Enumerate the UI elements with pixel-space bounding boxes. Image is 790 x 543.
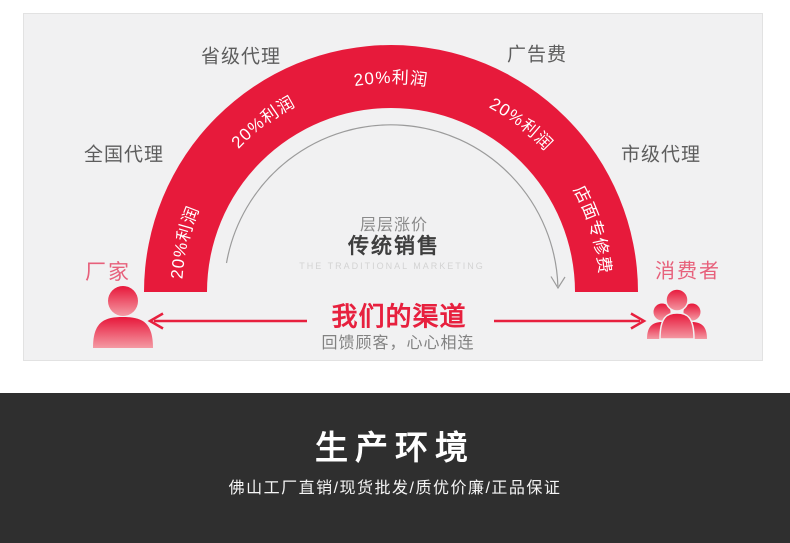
label-city-agent: 市级代理 [620,144,702,166]
label-provincial-agent: 省级代理 [200,46,282,68]
center-title: 传统销售 [348,235,440,258]
label-ad-fee: 广告费 [506,44,568,66]
label-consumer: 消费者 [655,260,721,283]
channel-diagram: 20%利润 20%利润 20%利润 20%利润 店面专修费 [93,45,707,348]
channel-subtitle: 回馈顾客，心心相连 [321,335,475,352]
traditional-marketing-panel: 20%利润 20%利润 20%利润 20%利润 店面专修费 [23,13,763,361]
label-national-agent: 全国代理 [83,144,165,166]
center-tagline: 层层涨价 [359,217,429,234]
center-subtitle-en: THE TRADITIONAL MARKETING [299,261,485,271]
factory-person-icon [93,286,153,348]
left-arrowhead-icon [147,312,164,330]
profit-arc [144,45,638,292]
production-title: 生产环境 [315,429,475,466]
flow-arc [225,124,559,287]
arc-label-3: 20%利润 [352,68,429,90]
channel-title: 我们的渠道 [331,301,467,332]
flow-arrowhead-icon [550,276,566,290]
right-arrowhead-icon [630,312,647,330]
label-factory: 厂家 [85,261,131,284]
consumers-group-icon [647,288,707,340]
production-subtitle: 佛山工厂直销/现货批发/质优价廉/正品保证 [228,480,562,497]
production-section: 生产环境 [0,393,790,543]
